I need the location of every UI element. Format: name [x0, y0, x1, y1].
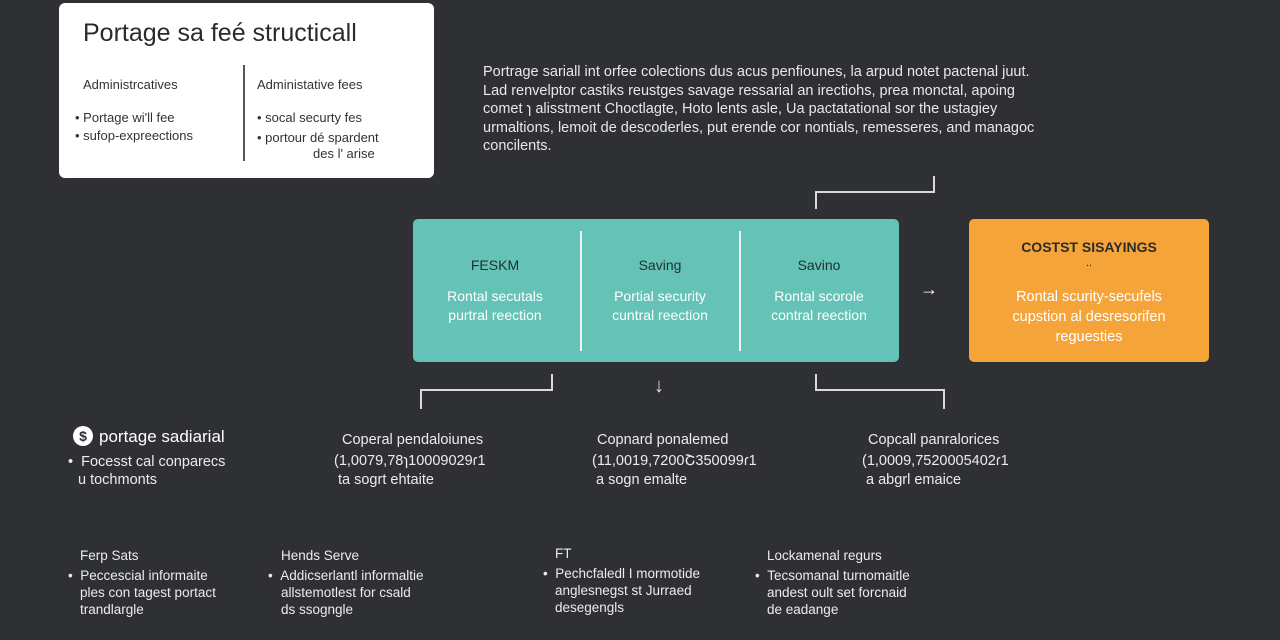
- bottom-item-cont: ples con tagest portact: [80, 585, 216, 600]
- penalty-note: ta sogrt ehtaite: [338, 472, 434, 488]
- list-item-cont: u tochmonts: [78, 472, 157, 488]
- column-separator: [580, 231, 582, 351]
- bottom-item: • Tecsomanal turnomaitle: [755, 568, 910, 583]
- card-left-heading: Administrcatives: [83, 77, 178, 92]
- connector-line: [815, 389, 945, 391]
- cost-savings-text: Rontal scurity-secufels cupstion al desr…: [1012, 289, 1166, 345]
- list-item: • Focesst cal conparecs: [68, 454, 226, 470]
- connector-line: [943, 389, 945, 409]
- cost-savings-heading: COSTST SISAYINGS: [1021, 239, 1157, 255]
- savings-column-heading: FESKM: [470, 257, 520, 273]
- penalty-title: Copcall panralorices: [868, 432, 1000, 448]
- bottom-block: Hends Serve • Addicserlantl informaltie …: [268, 547, 424, 618]
- arrow-down-icon: ↓: [654, 375, 664, 397]
- penalty-block: Coperal pendaloiunes (1,0079,78ɿ10009029…: [334, 431, 486, 490]
- connector-line: [420, 389, 422, 409]
- penalty-block: Copcall panralorices (1,0009,7520005402ɾ…: [862, 431, 1009, 490]
- savings-column: Savino Rontal scorole contral reection: [740, 219, 898, 362]
- dollar-icon: $: [73, 426, 93, 446]
- bottom-title: FT: [555, 546, 572, 561]
- description-paragraph: Portrage sariall int orfee colections du…: [483, 64, 1035, 154]
- card-left-item: • Portage wi'll fee: [75, 110, 175, 125]
- card-right-heading: Administative fees: [257, 77, 363, 92]
- bottom-title: Ferp Sats: [80, 548, 139, 563]
- bottom-item-cont: desegengls: [555, 600, 625, 615]
- penalty-title: Coperal pendaloiunes: [342, 432, 484, 448]
- card-right-item: • socal securty fes: [257, 110, 362, 125]
- savings-column-text: Rontal secutals purtral reection: [447, 288, 543, 323]
- card-right-item-cont: des l' arise: [313, 146, 375, 161]
- penalty-title: Copnard ponalemed: [597, 432, 729, 448]
- bottom-item-cont: allstemotlest for csald: [281, 585, 411, 600]
- savings-column: Saving Portial security cuntral reection: [581, 219, 739, 362]
- bottom-block: Ferp Sats • Peccescial informaite ples c…: [68, 547, 216, 618]
- bottom-item-cont: anglesnegst st Jurraed: [555, 583, 692, 598]
- connector-line: [933, 176, 935, 192]
- bottom-item: • Peccescial informaite: [68, 568, 208, 583]
- bottom-item: • Addicserlantl informaltie: [268, 568, 424, 583]
- portage-salarial-title: $portage sadiarial: [73, 426, 225, 447]
- penalty-value: (11,0019,7200Շ350099ɾ1: [592, 453, 757, 469]
- savings-column-heading: Savino: [797, 257, 841, 273]
- savings-column-text: Portial security cuntral reection: [612, 288, 708, 323]
- arrow-right-icon: →: [920, 279, 938, 299]
- bottom-item-cont: andest oult set forcnaid: [767, 585, 907, 600]
- bottom-item-cont: trandlargle: [80, 602, 144, 617]
- bottom-title: Hends Serve: [281, 548, 360, 563]
- connector-line: [551, 374, 553, 390]
- connector-line: [420, 389, 553, 391]
- bottom-item: • Pechcfaledl I mormotide: [543, 566, 701, 581]
- card-right-item: • portour dé spardent: [257, 130, 379, 145]
- savings-column: FESKM Rontal secutals purtral reection: [413, 219, 577, 362]
- bottom-item-cont: de eadange: [767, 602, 839, 617]
- card-left-item: • sufop-expreections: [75, 128, 194, 143]
- penalty-note: a abgrl emaice: [866, 472, 962, 488]
- fee-structure-card: Portage sa feé structicall Administrcati…: [59, 3, 434, 178]
- connector-line: [815, 191, 935, 193]
- savings-block: FESKM Rontal secutals purtral reection S…: [413, 219, 899, 362]
- penalty-value: (1,0009,7520005402ɾ1: [862, 453, 1009, 469]
- penalty-value: (1,0079,78ɿ10009029ɾ1: [334, 453, 486, 469]
- bottom-title: Lockamenal regurs: [767, 548, 882, 563]
- bottom-block: Lockamenal regurs • Tecsomanal turnomait…: [755, 547, 910, 618]
- bottom-item-cont: ds ssogngle: [281, 602, 354, 617]
- cost-savings-dots: ..: [1085, 257, 1093, 269]
- bottom-block: FT • Pechcfaledl I mormotide anglesnegst…: [543, 545, 700, 616]
- savings-column-text: Rontal scorole contral reection: [771, 288, 867, 323]
- card-title: Portage sa feé structicall: [83, 19, 357, 47]
- penalty-block: Copnard ponalemed (11,0019,7200Շ350099ɾ1…: [592, 431, 757, 490]
- column-separator: [739, 231, 741, 351]
- card-divider: [243, 65, 245, 161]
- connector-line: [815, 191, 817, 209]
- savings-column-heading: Saving: [638, 257, 682, 273]
- connector-line: [815, 374, 817, 390]
- penalty-note: a sogn emalte: [596, 472, 688, 488]
- cost-savings-block: COSTST SISAYINGS .. Rontal scurity-secuf…: [969, 219, 1209, 362]
